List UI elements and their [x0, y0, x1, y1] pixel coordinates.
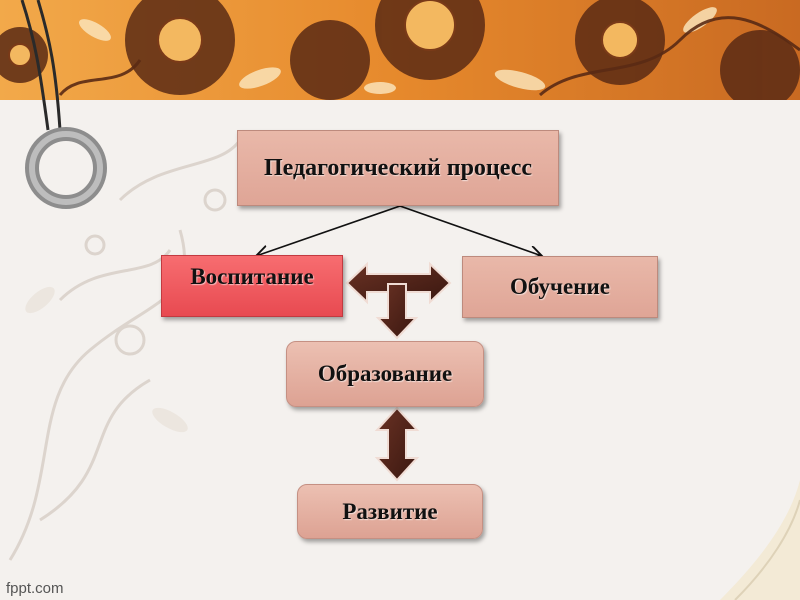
block-arrow-down [375, 283, 419, 340]
education-box: Образование [286, 341, 484, 407]
upbringing-box: Воспитание [161, 255, 343, 317]
floral-banner [0, 0, 800, 100]
learning-box: Обучение [462, 256, 658, 318]
arrow-to-upbringing [256, 205, 401, 256]
footer-brand: fppt.com [6, 580, 64, 597]
education-label: Образование [317, 361, 453, 386]
upbringing-label: Воспитание [190, 264, 314, 289]
development-label: Развитие [342, 498, 438, 524]
arrow-to-learning [399, 205, 542, 256]
binder-ring-icon [20, 0, 107, 209]
pedagogical-process-label: Педагогический процесс [263, 155, 533, 181]
block-arrow-vertical [374, 406, 420, 482]
development-box: Развитие [297, 484, 483, 539]
learning-label: Обучение [510, 274, 610, 299]
pedagogical-process-box: Педагогический процесс [237, 130, 559, 206]
